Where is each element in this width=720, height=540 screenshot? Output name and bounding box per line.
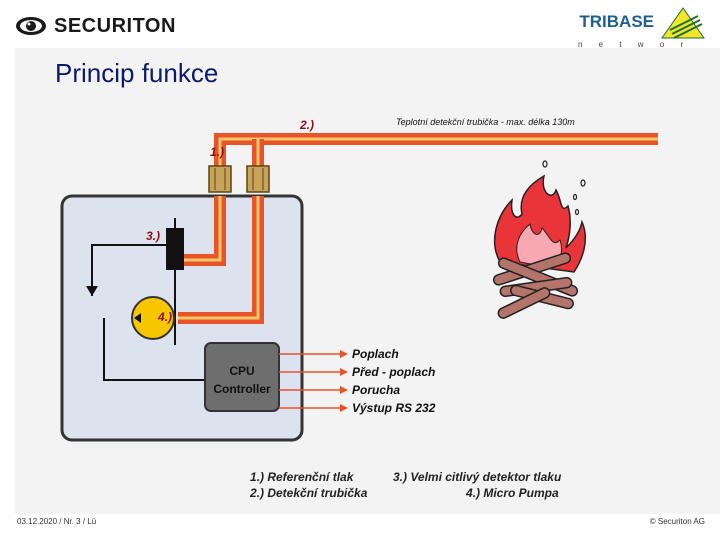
footer-copyright: © Securiton AG (649, 517, 705, 526)
output-alarm: Poplach (352, 347, 399, 361)
tribase-logo: TRIBASE n e t w o r k s (578, 4, 708, 58)
label-2: 2.) (299, 118, 314, 132)
securiton-logo-text: SECURITON (54, 14, 176, 37)
cpu-label-line1: CPU (229, 364, 254, 378)
header: SECURITON TRIBASE n e t w o r k s (0, 0, 720, 58)
tribase-logo-text: TRIBASE (579, 12, 654, 31)
label-3: 3.) (146, 229, 160, 243)
fire-illustration (492, 160, 586, 319)
label-1: 1.) (210, 145, 224, 159)
legend-item-1: 1.) Referenční tlak (250, 470, 355, 484)
legend-item-2: 2.) Detekční trubička (249, 486, 368, 500)
micro-pump (131, 296, 175, 340)
output-pre-alarm: Před - poplach (352, 365, 435, 379)
securiton-logo: SECURITON (14, 12, 176, 40)
tube-caption: Teplotní detekční trubička - max. délka … (396, 117, 575, 127)
cpu-label-line2: Controller (213, 382, 271, 396)
footer-date-ref: 03.12.2020 / Nr. 3 / Lü (17, 517, 97, 526)
output-rs232: Výstup RS 232 (352, 401, 436, 415)
page-title: Princip funkce (55, 58, 219, 88)
signal-wiring (91, 244, 205, 381)
eye-icon (16, 17, 46, 35)
pressure-detector (166, 228, 184, 270)
legend-item-3: 3.) Velmi citlivý detektor tlaku (393, 470, 562, 484)
connector-reference (208, 165, 232, 193)
tribase-triangle-icon (661, 7, 705, 39)
pump-arrow (134, 313, 141, 323)
connector-detection-tube (246, 165, 270, 193)
legend-item-4: 4.) Micro Pumpa (465, 486, 559, 500)
output-arrowheads (340, 350, 348, 412)
wire-arrow (86, 286, 98, 296)
output-fault: Porucha (352, 383, 400, 397)
output-arrows (279, 353, 344, 409)
label-4: 4.) (157, 310, 172, 324)
cpu-controller (204, 342, 280, 412)
detection-tubes (168, 133, 658, 324)
